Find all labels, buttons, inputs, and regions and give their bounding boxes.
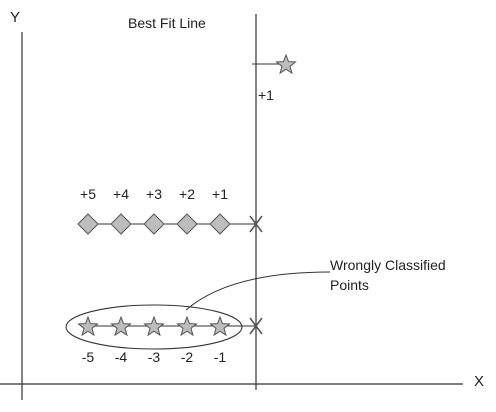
outlier-star [275, 53, 297, 75]
boundary-markers [249, 215, 263, 335]
y-axis-label: Y [10, 9, 20, 26]
diamond-label: +3 [146, 186, 162, 202]
diamond-labels: +5 +4 +3 +2 +1 [80, 186, 228, 202]
boundary-x-mark [249, 317, 263, 335]
diamond-point [176, 213, 198, 235]
x-axis-label: X [474, 373, 484, 390]
annotation-curve [185, 271, 331, 311]
diamond-point [110, 213, 132, 235]
diamond-label: +5 [80, 186, 96, 202]
diamond-label: +1 [212, 186, 228, 202]
wrongly-classified-ellipse [65, 304, 243, 350]
diamond-label: +4 [113, 186, 129, 202]
diamond-points [77, 213, 231, 235]
diamond-point [77, 213, 99, 235]
boundary-x-mark [249, 215, 263, 233]
star-label: -1 [214, 349, 227, 365]
star-point [77, 315, 99, 337]
best-fit-label: Best Fit Line [128, 15, 206, 31]
star-point [209, 315, 231, 337]
star-label: -4 [115, 349, 128, 365]
annotation-label-line2: Points [330, 277, 369, 293]
annotation-label-line1: Wrongly Classified [330, 257, 446, 273]
diamond-point [209, 213, 231, 235]
star-point [143, 315, 165, 337]
star-label: -2 [181, 349, 194, 365]
star-label: -5 [82, 349, 95, 365]
star-point [110, 315, 132, 337]
outlier-star-icon [275, 53, 297, 75]
star-label: -3 [148, 349, 161, 365]
star-point [176, 315, 198, 337]
diamond-point [143, 213, 165, 235]
star-points [77, 315, 231, 337]
outlier-label: +1 [258, 87, 274, 103]
star-labels: -5 -4 -3 -2 -1 [82, 349, 227, 365]
diamond-label: +2 [179, 186, 195, 202]
